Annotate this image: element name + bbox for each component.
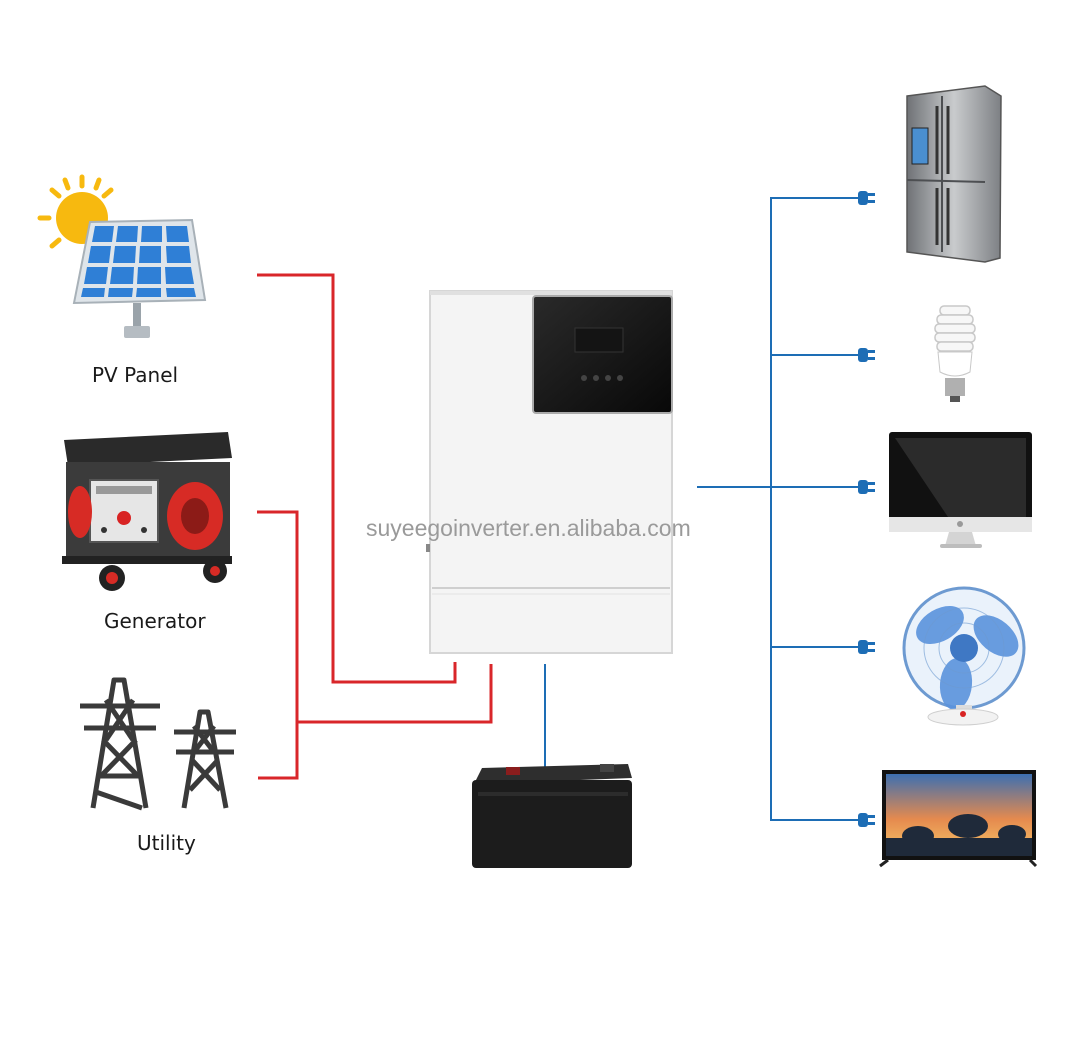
plug-icon bbox=[858, 640, 875, 654]
plug-icon bbox=[858, 480, 875, 494]
generator-label: Generator bbox=[104, 609, 206, 633]
plug-icon bbox=[858, 191, 875, 205]
watermark: suyeegoinverter.en.alibaba.com bbox=[366, 515, 691, 541]
plug-icon bbox=[858, 348, 875, 362]
inverter-icon bbox=[426, 290, 673, 654]
load-wires bbox=[544, 197, 860, 821]
source-wires bbox=[257, 273, 493, 780]
utility-label: Utility bbox=[137, 831, 196, 855]
light-bulb-icon bbox=[934, 305, 976, 402]
electric-fan-icon bbox=[902, 586, 1026, 726]
power-tower-icon bbox=[80, 677, 236, 811]
plug-icon bbox=[858, 813, 875, 827]
generator-icon bbox=[62, 432, 232, 591]
computer-monitor-icon bbox=[889, 432, 1032, 548]
battery-icon bbox=[472, 764, 632, 868]
refrigerator-icon bbox=[906, 85, 1002, 263]
plugs bbox=[858, 191, 875, 827]
television-icon bbox=[879, 770, 1038, 868]
pv-panel-label: PV Panel bbox=[92, 363, 178, 387]
load-bus bbox=[770, 197, 860, 821]
grid-input-wire bbox=[297, 664, 493, 724]
solar-panel-icon bbox=[37, 174, 207, 338]
pv-wire bbox=[257, 273, 457, 684]
generator-utility-wire bbox=[257, 510, 299, 780]
